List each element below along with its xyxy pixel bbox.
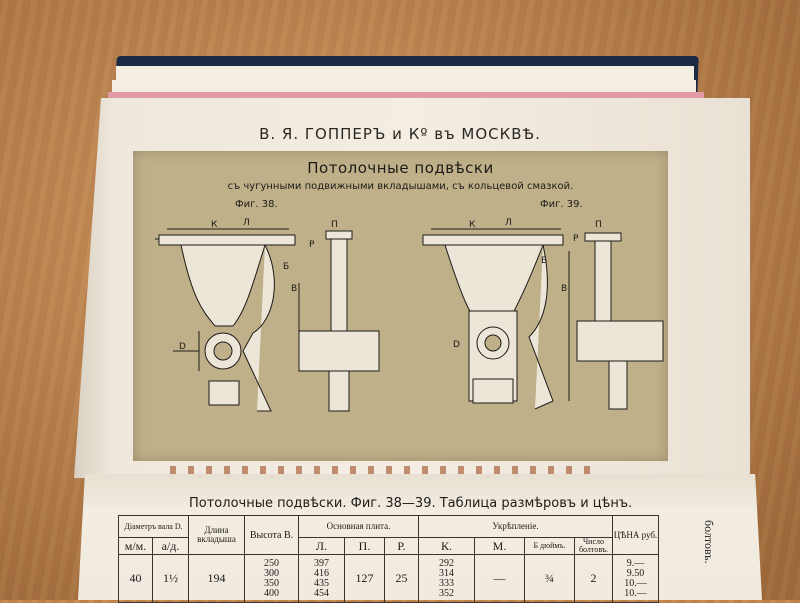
header-fixing: Укрѣпленіе. (418, 515, 613, 538)
cell-bolts: 2 (574, 554, 613, 603)
cell-k: 292 314 333 352 (418, 554, 475, 603)
dim-label-d: D (179, 342, 186, 352)
header-k: К. (418, 537, 475, 555)
l-value: 435 (314, 577, 329, 589)
header-base-plate: Основная плита. (298, 515, 419, 538)
dim-label-k: К (211, 220, 218, 230)
dim-label-r: Р (309, 240, 315, 250)
hanger-drawings: К Л П Р В D Б К Л П Р В D Б (155, 218, 664, 412)
header-length: Длина вкладыша (188, 515, 245, 555)
k-value: 292 (439, 557, 454, 569)
table-title: Потолочные подвѣски. Фиг. 38—39. Таблица… (189, 496, 633, 511)
l-value: 397 (314, 557, 329, 569)
l-value: 454 (314, 587, 329, 599)
running-header: В. Я. ГОППЕРЪ и Кº въ МОСКВѢ. (259, 125, 541, 143)
height-value: 250 (264, 557, 279, 569)
dim-label-p: П (331, 220, 338, 230)
dim-label-l: Л (243, 218, 250, 228)
cell-r: 25 (384, 554, 419, 603)
plate-title: Потолочные подвѣски (307, 159, 494, 177)
price-value: 10.— (624, 587, 647, 599)
cell-mm: 40 (118, 554, 153, 603)
table-row: 40 1½ 194 250 300 350 400 397 416 435 45… (118, 554, 659, 603)
dim-label-p: П (595, 220, 602, 230)
rust-stains (170, 466, 590, 474)
fig38-label: Фиг. 38. (235, 199, 278, 210)
table-subheader-row: м/м. а/д. Л. П. Р. К. М. Б дюймъ. Число … (118, 537, 659, 555)
cell-l: 397 416 435 454 (298, 554, 345, 603)
header-m: М. (474, 537, 525, 555)
plate-subtitle: съ чугунными подвижными вкладышами, съ к… (227, 181, 574, 192)
header-p: П. (344, 537, 385, 555)
cell-b: ¾ (524, 554, 575, 603)
header-mm: м/м. (118, 537, 153, 555)
cell-length: 194 (188, 554, 245, 603)
dim-label-b: Б (541, 256, 547, 266)
k-value: 314 (439, 567, 454, 579)
dim-label-k: К (469, 220, 476, 230)
header-inch: а/д. (152, 537, 189, 555)
header-bolts: Число болтовъ. (574, 537, 613, 555)
cell-inch: 1½ (152, 554, 189, 603)
price-value: 9.— (626, 557, 645, 569)
dim-label-v: В (291, 284, 297, 294)
fig39-label: Фиг. 39. (540, 199, 583, 210)
header-diameter: Діаметръ вала D. (118, 515, 189, 538)
header-l: Л. (298, 537, 345, 555)
header-b: Б дюймъ. (524, 537, 575, 555)
height-value: 400 (264, 587, 279, 599)
header-price: ЦѢНА руб. (612, 515, 659, 555)
l-value: 416 (314, 567, 329, 579)
cell-heights: 250 300 350 400 (244, 554, 299, 603)
margin-text: болтовъ. (702, 520, 716, 564)
price-value: 9.50 (626, 567, 645, 579)
k-value: 352 (439, 587, 454, 599)
k-value: 333 (439, 577, 454, 589)
dim-label-r: Р (573, 234, 579, 244)
dim-label-l: Л (505, 218, 512, 228)
page-edge-red (108, 92, 704, 98)
illustration-plate: Потолочные подвѣски съ чугунными подвижн… (133, 151, 668, 461)
cell-p: 127 (344, 554, 385, 603)
dim-label-b: Б (283, 262, 289, 272)
height-value: 300 (264, 567, 279, 579)
dim-label-d: D (453, 340, 460, 350)
cell-price: 9.— 9.50 10.— 10.— (612, 554, 659, 603)
height-value: 350 (264, 577, 279, 589)
header-height: Высота В. (244, 515, 299, 555)
price-value: 10.— (624, 577, 647, 589)
dim-label-v: В (561, 284, 567, 294)
price-table: Діаметръ вала D. Длина вкладыша Высота В… (118, 515, 659, 603)
table-header-row: Діаметръ вала D. Длина вкладыша Высота В… (118, 515, 659, 555)
header-r: Р. (384, 537, 419, 555)
cell-m: — (474, 554, 525, 603)
